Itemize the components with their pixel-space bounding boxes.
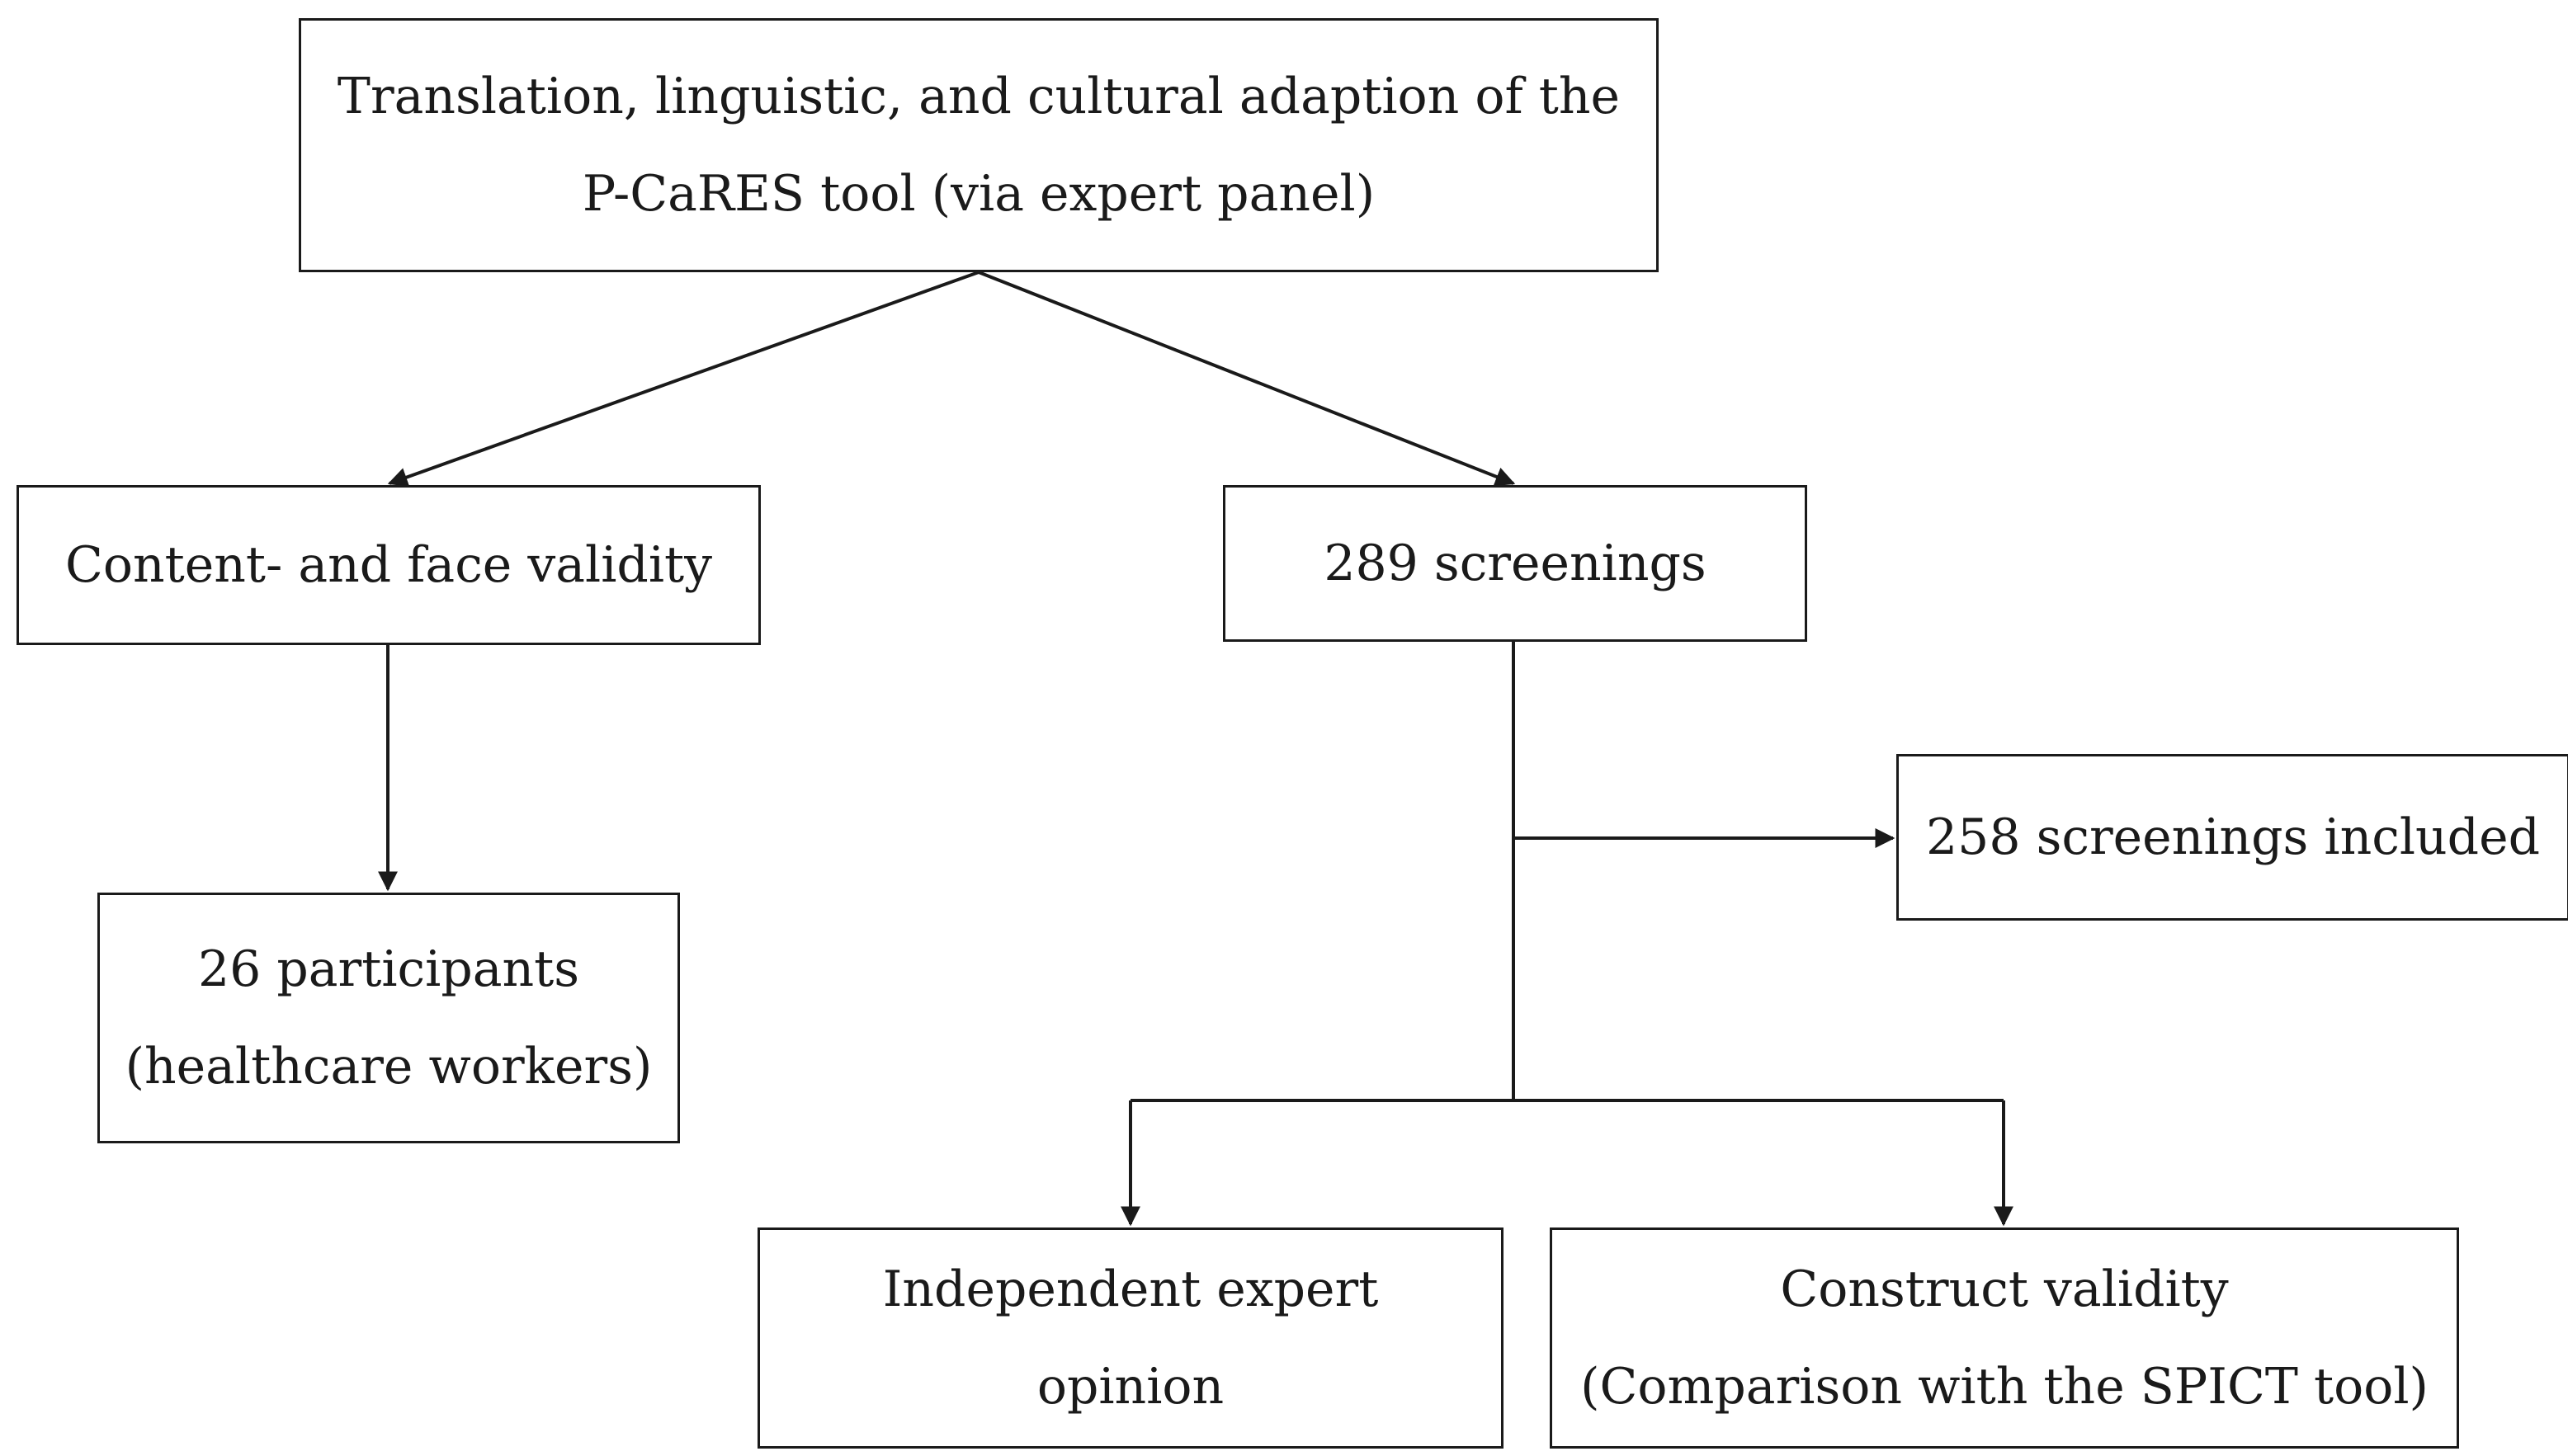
node-text-line: (healthcare workers)	[125, 1038, 653, 1096]
node-text: 289 screenings	[1324, 535, 1706, 592]
node-text-line: Independent expert	[882, 1260, 1379, 1318]
node-text: 258 screenings included	[1925, 808, 2541, 866]
node-text-line: Construct validity	[1780, 1260, 2229, 1318]
node-text-line: opinion	[1036, 1358, 1225, 1416]
node-independent-expert-opinion: Independent expert opinion	[758, 1227, 1504, 1449]
arrow-top-to-content	[387, 271, 980, 488]
node-text-line: (Comparison with the SPICT tool)	[1580, 1358, 2429, 1416]
node-translation-adaption: Translation, linguistic, and cultural ad…	[299, 18, 1659, 272]
node-text: Content- and face validity	[64, 536, 713, 594]
node-construct-validity: Construct validity (Comparison with the …	[1550, 1227, 2459, 1449]
node-text-line: Translation, linguistic, and cultural ad…	[337, 68, 1621, 125]
arrow-top-to-screenings	[978, 271, 1516, 487]
node-258-screenings-included: 258 screenings included	[1896, 754, 2568, 921]
node-text-line: P-CaRES tool (via expert panel)	[582, 165, 1376, 223]
node-289-screenings: 289 screenings	[1223, 485, 1807, 642]
node-text-line: 26 participants	[197, 940, 580, 998]
node-26-participants: 26 participants (healthcare workers)	[97, 893, 680, 1143]
node-content-face-validity: Content- and face validity	[17, 485, 761, 645]
